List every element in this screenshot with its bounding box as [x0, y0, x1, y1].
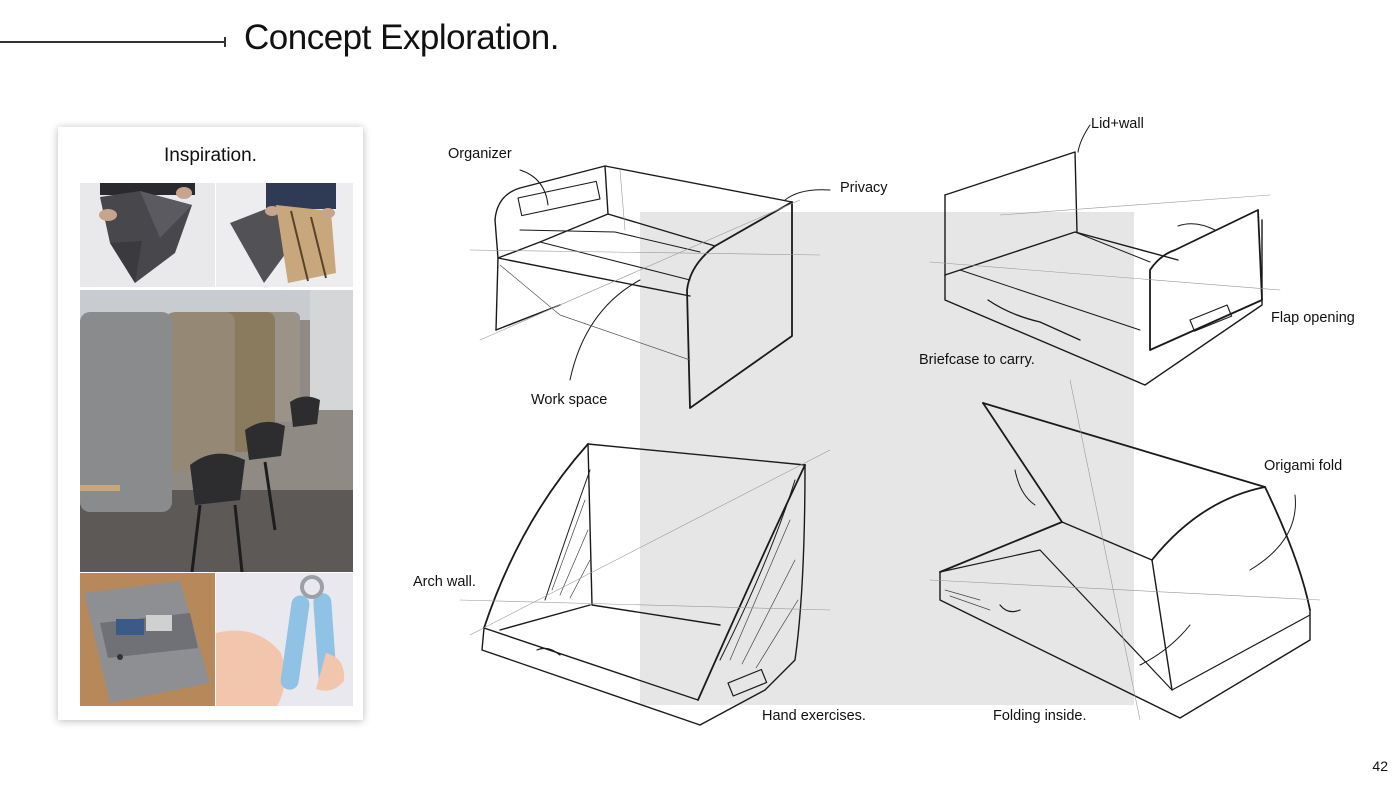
label-flap-opening: Flap opening — [1271, 310, 1355, 326]
page-number: 42 — [1372, 758, 1388, 774]
label-origami-fold: Origami fold — [1264, 458, 1342, 474]
sketch-origami-fold — [930, 380, 1320, 720]
label-hand-exercises: Hand exercises. — [762, 708, 866, 724]
label-privacy: Privacy — [840, 180, 888, 196]
label-work-space: Work space — [531, 392, 607, 408]
label-briefcase: Briefcase to carry. — [919, 352, 1035, 368]
sketch-lid-wall-briefcase — [930, 125, 1280, 385]
label-lid-wall: Lid+wall — [1091, 116, 1144, 132]
sketch-organizer-workspace — [470, 166, 830, 408]
label-arch-wall: Arch wall. — [413, 574, 476, 590]
label-folding-inside: Folding inside. — [993, 708, 1087, 724]
label-organizer: Organizer — [448, 146, 512, 162]
sketch-arch-wall — [460, 444, 830, 725]
